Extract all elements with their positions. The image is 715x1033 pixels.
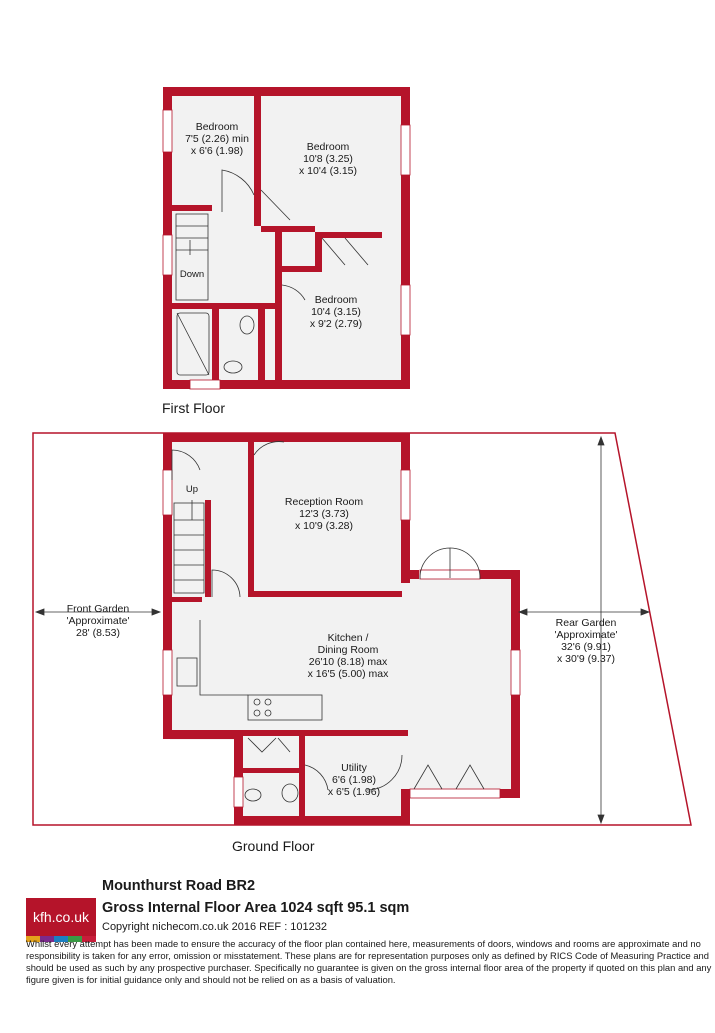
logo-color-bar [26, 936, 96, 942]
garden-boundary [32, 432, 692, 826]
rear-garden-note: 'Approximate' [555, 629, 618, 641]
disclaimer-text: Whilst every attempt has been made to en… [26, 938, 712, 985]
kitchen-name: Kitchen / [328, 632, 369, 644]
ground-floor-title: Ground Floor [232, 838, 315, 854]
first-floor-plan: Bedroom 7'5 (2.26) min x 6'6 (1.98) Bedr… [162, 87, 411, 416]
front-garden-name: Front Garden [67, 603, 130, 615]
bedroom-2-dim1: 10'8 (3.25) [303, 153, 353, 165]
ground-floor-fixtures [171, 441, 485, 803]
rear-garden-dim2: x 30'9 (9.37) [557, 653, 615, 665]
ground-floor-plan: Reception Room 12'3 (3.73) x 10'9 (3.28)… [32, 432, 692, 854]
bedroom-3-dim1: 10'4 (3.15) [311, 306, 361, 318]
bedroom-3-dim2: x 9'2 (2.79) [310, 318, 362, 330]
reception-room-name: Reception Room [285, 496, 363, 508]
utility-dim2: x 6'5 (1.96) [328, 786, 380, 798]
kitchen-dim2: x 16'5 (5.00) max [308, 668, 390, 680]
kitchen-dim1: 26'10 (8.18) max [309, 656, 388, 668]
first-floor-windows [162, 109, 411, 390]
utility-name: Utility [341, 762, 367, 774]
logo-bar-segment [54, 936, 68, 942]
bedroom-1-name: Bedroom [196, 121, 239, 133]
copyright-text: Copyright nichecom.co.uk 2016 REF : 1012… [102, 921, 328, 933]
first-floor-title: First Floor [162, 400, 225, 416]
logo-bar-segment [40, 936, 54, 942]
ground-floor-area [170, 441, 512, 817]
first-floor-stairs-label: Down [180, 269, 204, 280]
logo-text: kfh.co.uk [26, 898, 96, 936]
front-garden-dim: 28' (8.53) [76, 627, 120, 639]
kitchen-name-2: Dining Room [318, 644, 379, 656]
kfh-logo: kfh.co.uk [26, 898, 96, 942]
rear-garden-dim1: 32'6 (9.91) [561, 641, 611, 653]
ground-floor-stairs-label: Up [186, 484, 198, 495]
reception-room-dim1: 12'3 (3.73) [299, 508, 349, 520]
bedroom-2-name: Bedroom [307, 141, 350, 153]
logo-bar-segment [26, 936, 40, 942]
bedroom-1-dim2: x 6'6 (1.98) [191, 145, 243, 157]
floor-area: Gross Internal Floor Area 1024 sqft 95.1… [102, 900, 410, 916]
front-garden-note: 'Approximate' [67, 615, 130, 627]
rear-garden-name: Rear Garden [556, 617, 617, 629]
first-floor-fixtures [175, 169, 369, 376]
logo-bar-segment [82, 936, 96, 942]
logo-bar-segment [68, 936, 82, 942]
utility-dim1: 6'6 (1.98) [332, 774, 376, 786]
floor-plan-drawing: Bedroom 7'5 (2.26) min x 6'6 (1.98) Bedr… [32, 87, 692, 854]
bedroom-3-name: Bedroom [315, 294, 358, 306]
garden-dimension-lines [34, 435, 651, 825]
bedroom-1-dim1: 7'5 (2.26) min [185, 133, 249, 145]
reception-room-dim2: x 10'9 (3.28) [295, 520, 353, 532]
bedroom-2-dim2: x 10'4 (3.15) [299, 165, 357, 177]
property-address: Mounthurst Road BR2 [102, 878, 256, 894]
